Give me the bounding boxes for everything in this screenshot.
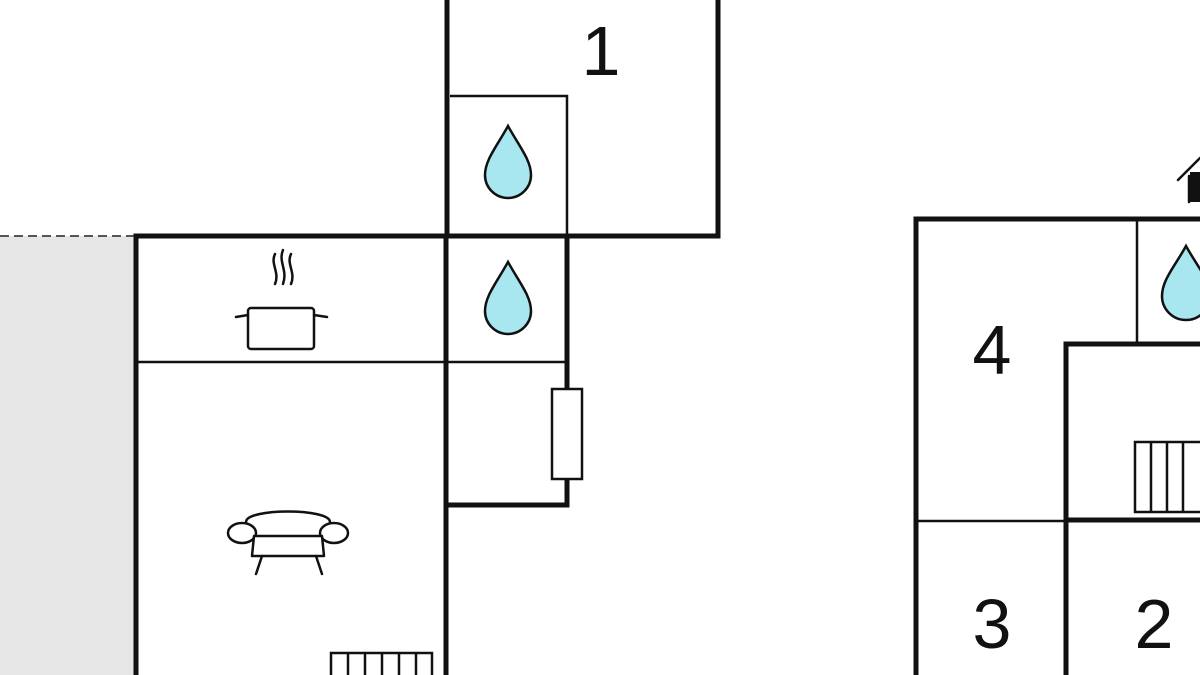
door-icon: [550, 387, 584, 481]
utility-block-walls: [444, 233, 570, 508]
main-outer-wall-left: [133, 233, 450, 675]
sofa-icon: [226, 510, 350, 576]
outside-area: [0, 236, 134, 675]
inner-wall: [1063, 341, 1200, 675]
cooking-pot-icon: [234, 248, 329, 351]
water-drop-icon: [483, 123, 533, 200]
right-outer-wall: [913, 216, 1200, 675]
room-number-3: 3: [973, 585, 1012, 663]
bathroom-upper-walls: [450, 94, 569, 236]
house-icon: [1176, 156, 1200, 204]
left-building: [133, 0, 721, 675]
room-1-walls: [444, 0, 721, 239]
water-drop-icon: [1160, 243, 1200, 322]
radiator-icon: [329, 651, 434, 675]
right-building: [913, 216, 1200, 675]
room-number-1: 1: [582, 12, 621, 90]
water-drop-icon: [483, 259, 533, 336]
room-number-2: 2: [1135, 585, 1174, 663]
radiator-icon: [1133, 440, 1200, 514]
room-number-4: 4: [973, 311, 1012, 389]
